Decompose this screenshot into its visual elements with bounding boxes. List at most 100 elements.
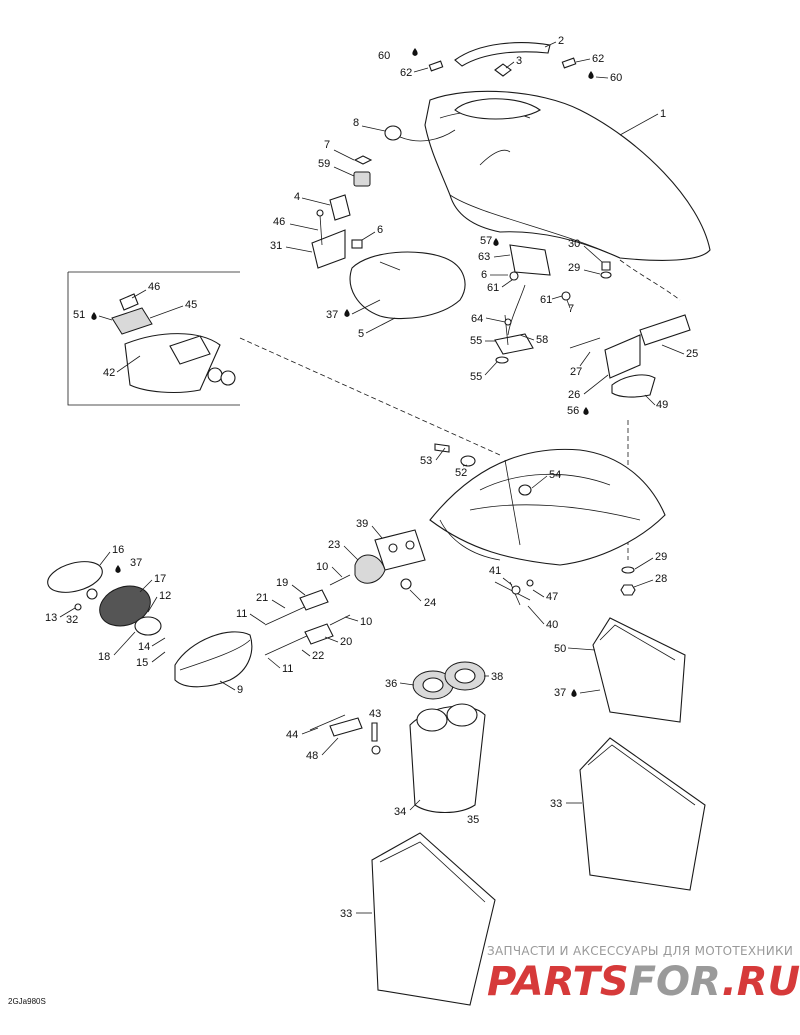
svg-text:40: 40 (546, 619, 558, 631)
svg-text:23: 23 (328, 539, 340, 551)
callout-46b: 46 (131, 281, 160, 299)
callout-58: 58 (519, 334, 548, 346)
svg-text:42: 42 (103, 367, 115, 379)
callout-19: 19 (276, 577, 306, 596)
callout-4: 4 (294, 191, 331, 206)
svg-text:54: 54 (549, 469, 561, 481)
svg-text:27: 27 (570, 366, 582, 378)
svg-text:13: 13 (45, 612, 57, 624)
svg-text:1: 1 (660, 108, 666, 120)
svg-text:58: 58 (536, 334, 548, 346)
fitting-part (354, 529, 426, 590)
svg-text:46: 46 (148, 281, 160, 293)
svg-text:53: 53 (420, 455, 432, 467)
callout-60a: 60 (378, 50, 390, 62)
watermark: ЗАПЧАСТИ И АКСЕССУАРЫ ДЛЯ МОТОТЕХНИКИ PA… (487, 944, 800, 1005)
seat-bolt-part (600, 259, 681, 301)
callout-64: 64 (471, 313, 506, 325)
svg-text:57: 57 (480, 235, 492, 247)
callout-49: 49 (644, 394, 668, 411)
callout-55b: 55 (470, 361, 498, 383)
strap-assembly-part (493, 238, 571, 364)
svg-text:51: 51 (73, 309, 85, 321)
svg-text:10: 10 (316, 561, 328, 573)
grab-handle-part (412, 42, 594, 79)
svg-text:22: 22 (312, 650, 324, 662)
svg-text:38: 38 (491, 671, 503, 683)
callout-48: 48 (306, 737, 339, 762)
callout-14: 14 (138, 637, 166, 653)
callout-47: 47 (532, 589, 558, 603)
callout-63: 63 (478, 251, 511, 263)
callout-10a: 10 (316, 561, 343, 578)
svg-text:33: 33 (340, 908, 352, 920)
callout-59: 59 (318, 158, 355, 177)
svg-text:17: 17 (154, 573, 166, 585)
svg-text:44: 44 (286, 729, 298, 741)
svg-text:4: 4 (294, 191, 300, 203)
svg-text:29: 29 (655, 551, 667, 563)
callout-11a: 11 (236, 608, 266, 625)
svg-text:29: 29 (568, 262, 580, 274)
callout-33a: 33 (550, 798, 582, 810)
svg-text:39: 39 (356, 518, 368, 530)
svg-text:37: 37 (326, 309, 338, 321)
mirror-housing-part (174, 631, 253, 688)
callout-27: 27 (570, 351, 591, 378)
callout-2: 2 (544, 35, 564, 48)
callout-8: 8 (353, 117, 386, 132)
svg-text:64: 64 (471, 313, 483, 325)
svg-text:49: 49 (656, 399, 668, 411)
seat-part (424, 90, 711, 261)
svg-text:61: 61 (487, 282, 499, 294)
svg-text:10: 10 (360, 616, 372, 628)
svg-text:24: 24 (424, 597, 436, 609)
watermark-tagline: ЗАПЧАСТИ И АКСЕССУАРЫ ДЛЯ МОТОТЕХНИКИ (487, 944, 793, 958)
callout-7a: 7 (324, 139, 355, 161)
svg-text:14: 14 (138, 641, 150, 653)
callout-13: 13 (45, 607, 76, 624)
callout-39: 39 (356, 518, 383, 539)
svg-text:7: 7 (324, 139, 330, 151)
callout-61a: 61 (487, 279, 513, 294)
callout-32: 32 (66, 614, 78, 626)
callout-60b: 60 (595, 72, 622, 84)
svg-text:46: 46 (273, 216, 285, 228)
svg-text:59: 59 (318, 158, 330, 170)
callout-45: 45 (149, 299, 197, 319)
callout-51: 51 (73, 309, 113, 321)
callout-56: 56 (567, 405, 579, 417)
svg-text:6: 6 (377, 224, 383, 236)
svg-text:60: 60 (378, 50, 390, 62)
reference-code: 2GJa980S (8, 997, 46, 1006)
svg-text:31: 31 (270, 240, 282, 252)
callout-41: 41 (489, 565, 513, 586)
callout-25: 25 (661, 344, 698, 360)
svg-text:43: 43 (369, 708, 381, 720)
storage-bucket-50 (571, 617, 686, 723)
svg-text:7: 7 (568, 303, 574, 315)
callout-33b: 33 (340, 908, 372, 920)
callout-24: 24 (409, 589, 436, 609)
callout-62a: 62 (400, 67, 429, 79)
detail-inset-box (67, 271, 501, 456)
lower-hardware-part (494, 566, 636, 606)
callout-22: 22 (301, 649, 324, 662)
storage-bucket-33-bottom (371, 832, 496, 1006)
callout-9: 9 (219, 680, 243, 696)
callout-43: 43 (369, 708, 381, 720)
callout-42: 42 (103, 355, 141, 379)
svg-text:28: 28 (655, 573, 667, 585)
body-deck-part (429, 443, 666, 566)
callout-6a: 6 (361, 224, 383, 241)
svg-text:32: 32 (66, 614, 78, 626)
callout-37c: 37 (554, 687, 601, 699)
svg-text:18: 18 (98, 651, 110, 663)
callout-1: 1 (619, 108, 666, 136)
svg-text:6: 6 (481, 269, 487, 281)
retainer-rings-part (412, 661, 486, 700)
callout-28: 28 (633, 573, 667, 588)
svg-text:56: 56 (567, 405, 579, 417)
small-bracket-part (309, 714, 381, 755)
storage-housing-part (409, 703, 486, 813)
